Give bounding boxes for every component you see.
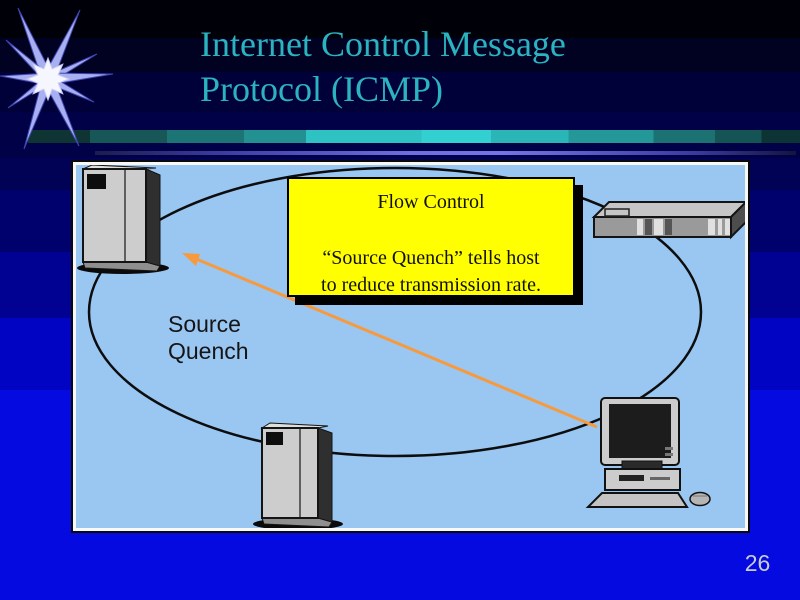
callout-body-line1: “Source Quench” tells host (322, 247, 540, 269)
network-diagram-canvas (77, 165, 745, 528)
slide-title: Internet Control Message Protocol (ICMP) (200, 22, 760, 112)
source-quench-arrow (182, 253, 598, 429)
server-tower-icon-top-left (77, 165, 169, 274)
starburst-icon (0, 7, 114, 150)
flow-control-callout: Flow Control “Source Quench” tells host … (287, 177, 575, 297)
page-number: 26 (744, 550, 771, 576)
purple-divider-bar (95, 151, 796, 155)
callout-body: “Source Quench” tells host to reduce tra… (289, 245, 573, 299)
network-ring (87, 166, 703, 458)
source-quench-label-line2: Quench (168, 338, 249, 364)
callout-body-line2: to reduce transmission rate. (321, 274, 541, 296)
callout-title: Flow Control (377, 191, 485, 213)
desktop-computer-icon (585, 397, 711, 508)
slide-title-line1: Internet Control Message (200, 24, 566, 64)
teal-divider-bar (28, 130, 800, 143)
mouse-icon (689, 491, 711, 507)
router-icon (591, 201, 745, 240)
keyboard-icon (585, 492, 689, 508)
source-quench-label-line1: Source (168, 311, 241, 337)
network-diagram: Flow Control “Source Quench” tells host … (71, 160, 750, 533)
starburst-core (25, 56, 71, 102)
server-tower-icon-bottom (253, 422, 343, 528)
source-quench-label: Source Quench (168, 311, 249, 365)
slide-title-line2: Protocol (ICMP) (200, 69, 443, 109)
